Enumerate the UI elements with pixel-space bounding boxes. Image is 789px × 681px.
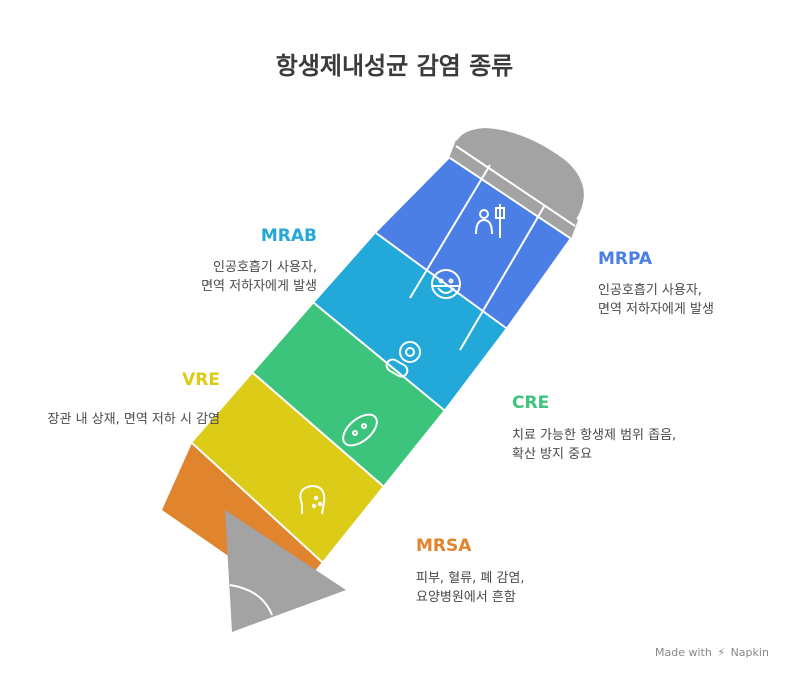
desc-cre: 치료 가능한 항생제 범위 좁음, 확산 방지 중요 — [512, 426, 742, 464]
desc-mrpa: 인공호흡기 사용자, 면역 저하자에게 발생 — [598, 281, 778, 319]
made-with-text: Made with — [655, 646, 712, 659]
napkin-brand: Napkin — [730, 646, 769, 659]
desc-mrab: 인공호흡기 사용자, 면역 저하자에게 발생 — [140, 258, 317, 296]
desc-mrpa-line1: 인공호흡기 사용자, — [598, 283, 702, 298]
desc-mrpa-line2: 면역 저하자에게 발생 — [598, 302, 714, 317]
desc-mrsa: 피부, 혈류, 폐 감염, 요양병원에서 흔함 — [416, 569, 616, 607]
label-mrab: MRAB — [260, 226, 317, 246]
label-mrpa: MRPA — [598, 249, 653, 269]
desc-mrab-line2: 면역 저하자에게 발생 — [201, 279, 317, 294]
pencil-tip — [225, 510, 346, 632]
label-cre: CRE — [512, 393, 550, 413]
skin-infection-head-icon — [299, 484, 326, 515]
made-with-footer: Made with ⚡ Napkin — [655, 646, 769, 659]
band-vre — [192, 373, 383, 562]
iv-drip-patient-icon — [475, 204, 505, 238]
desc-vre-line1: 장관 내 상재, 면역 저하 시 감염 — [47, 412, 220, 427]
desc-mrab-line1: 인공호흡기 사용자, — [213, 260, 317, 275]
bacteria-icon — [342, 413, 378, 447]
desc-cre-line1: 치료 가능한 항생제 범위 좁음, — [512, 428, 677, 443]
band-mrab — [314, 233, 506, 410]
desc-vre: 장관 내 상재, 면역 저하 시 감염 — [20, 410, 220, 429]
napkin-logo-icon: ⚡ — [717, 646, 726, 659]
page-title: 항생제내성균 감염 종류 — [275, 52, 514, 80]
desc-mrsa-line2: 요양병원에서 흔함 — [416, 590, 516, 605]
label-vre: VRE — [182, 370, 220, 390]
band-mrpa — [376, 158, 570, 328]
pencil-ferrule — [449, 140, 578, 239]
label-mrsa: MRSA — [416, 536, 472, 556]
desc-cre-line2: 확산 방지 중요 — [512, 447, 593, 462]
pill-microscope-icon — [385, 341, 421, 378]
desc-mrsa-line1: 피부, 혈류, 폐 감염, — [416, 571, 525, 586]
ventilator-mask-icon — [431, 269, 461, 299]
band-cre — [253, 303, 444, 486]
